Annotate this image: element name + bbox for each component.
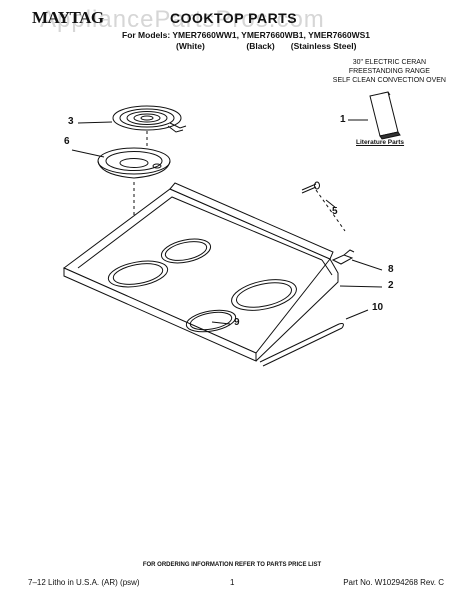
description-line: 30" ELECTRIC CERAN (352, 59, 427, 66)
callout-6: 6 (64, 136, 70, 147)
brand-logo: MAYTAG (32, 8, 104, 27)
variant-black: (Black) (246, 41, 275, 51)
page-number: 1 (230, 578, 235, 587)
mounting-bracket (331, 249, 355, 265)
literature-label: Literature Parts (356, 139, 405, 146)
leader-line-8 (351, 259, 383, 271)
ordering-note: FOR ORDERING INFORMATION REFER TO PARTS … (142, 562, 322, 568)
leader-line-2 (339, 285, 383, 288)
variant-white: (White) (176, 41, 205, 51)
variant-stainless: (Stainless Steel) (290, 41, 357, 51)
range-description: 30" ELECTRIC CERAN FREESTANDING RANGE SE… (333, 58, 446, 85)
description-line: FREESTANDING RANGE (348, 68, 430, 75)
callout-5: 5 (332, 206, 338, 217)
screw (301, 181, 320, 194)
watermark-text: AppliancePartsPros.com (40, 6, 325, 33)
leader-line-9 (211, 321, 231, 325)
callout-2: 2 (388, 280, 394, 291)
alignment-line (315, 189, 346, 232)
callout-10: 10 (372, 302, 384, 313)
callout-9: 9 (234, 317, 240, 328)
callout-8: 8 (388, 264, 394, 275)
page-title: COOKTOP PARTS (170, 10, 298, 26)
models-line: For Models: YMER7660WW1, YMER7660WB1, YM… (122, 30, 370, 40)
drip-bowl (97, 147, 171, 179)
description-line: SELF CLEAN CONVECTION OVEN (332, 77, 446, 84)
leader-line-3 (77, 121, 113, 124)
surface-element-coil (112, 105, 187, 133)
leader-line-5 (325, 199, 337, 209)
model-variants: (White) (Black) (Stainless Steel) (176, 41, 356, 51)
leader-line-6 (71, 149, 105, 158)
callout-1: 1 (340, 114, 346, 125)
callout-3: 3 (68, 116, 74, 127)
part-number: Part No. W10294268 Rev. C (343, 578, 444, 587)
print-info: 7–12 Litho in U.S.A. (AR) (psw) (28, 578, 140, 587)
leader-line-10 (345, 309, 369, 320)
trim-strip (259, 323, 344, 367)
literature-booklet (369, 91, 401, 140)
cooktop-glass (63, 182, 339, 362)
